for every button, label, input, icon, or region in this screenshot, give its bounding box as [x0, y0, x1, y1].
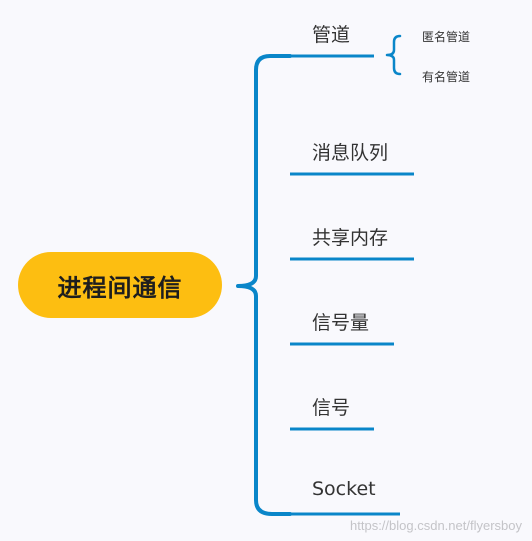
root-label: 进程间通信	[57, 273, 183, 302]
sub-branch-named-pipe[interactable]: 有名管道	[422, 70, 471, 84]
branch-shared-memory[interactable]: 共享内存	[312, 227, 389, 249]
sub-bracket-pipe	[385, 34, 402, 76]
root-node[interactable]: 进程间通信	[18, 252, 222, 318]
branch-message-queue[interactable]: 消息队列	[312, 142, 389, 164]
branch-signal[interactable]: 信号	[312, 397, 351, 419]
branch-semaphore[interactable]: 信号量	[312, 312, 370, 334]
branch-pipe[interactable]: 管道	[312, 24, 351, 46]
sub-branch-anonymous-pipe[interactable]: 匿名管道	[422, 30, 471, 44]
watermark-text: https://blog.csdn.net/flyersboy	[350, 518, 522, 533]
main-bracket	[236, 54, 292, 516]
branch-socket[interactable]: Socket	[312, 478, 376, 500]
